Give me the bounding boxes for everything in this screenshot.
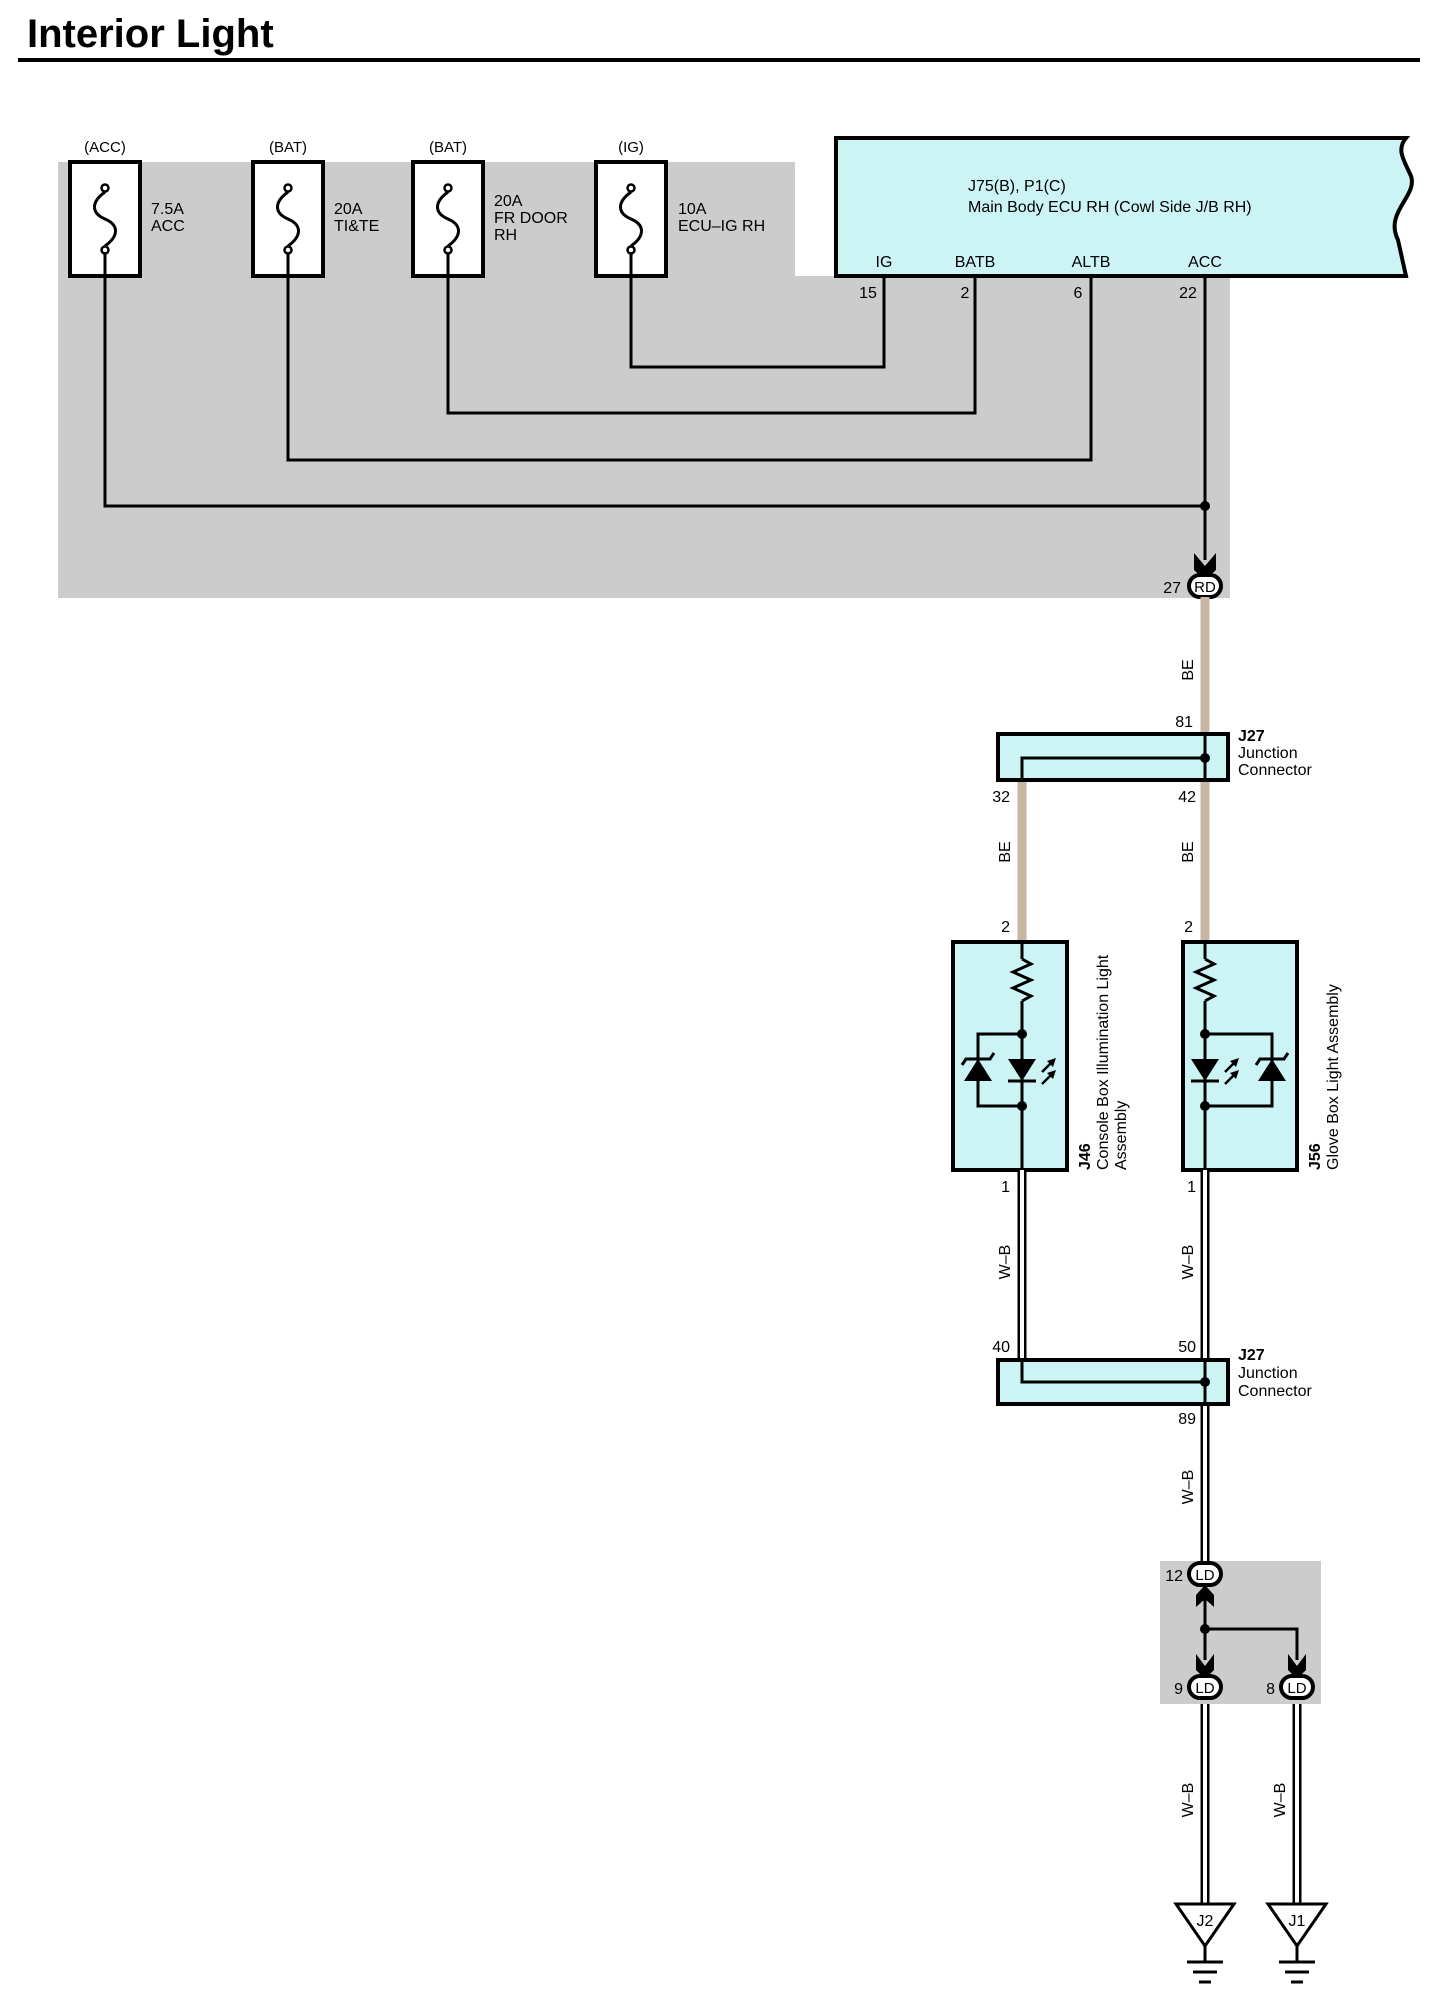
connector-arrow-icon: [1288, 1654, 1306, 1679]
splice-point: [1200, 753, 1210, 763]
resistor-icon: [1192, 957, 1218, 1003]
ground-icon: [1265, 1902, 1329, 1949]
wire-color-label: BE: [1180, 841, 1197, 862]
junction-pin: 42: [1178, 789, 1196, 806]
junction-name: Junction: [1238, 745, 1298, 762]
connector-ld-pin: 8: [1266, 1681, 1275, 1698]
junction-code: J27: [1238, 728, 1265, 745]
fuse-icon: [276, 190, 300, 248]
light-pin: 1: [1001, 1179, 1010, 1196]
ecu-name: Main Body ECU RH (Cowl Side J/B RH): [968, 199, 1252, 216]
light-pin: 2: [1001, 919, 1010, 936]
zener-diode-icon: [1258, 1059, 1286, 1081]
fuse-name: ACC: [151, 218, 185, 235]
junction-pin: 32: [992, 789, 1010, 806]
fuse-source-label: (BAT): [429, 139, 467, 156]
junction-pin: 50: [1178, 1339, 1196, 1356]
wire-color-label: BE: [997, 841, 1014, 862]
fuse-rating: 10A: [678, 201, 707, 218]
cowl-junction-block-area: [58, 162, 1230, 598]
page-title: Interior Light: [27, 12, 274, 56]
ecu-pin-label-ig: IG: [876, 254, 893, 271]
ecu-pin-num-batb: 2: [961, 285, 970, 302]
fuse-source-label: (IG): [618, 139, 644, 156]
connector-arrow-icon: [1196, 1585, 1214, 1607]
ground-icon: [1173, 1902, 1237, 1949]
fuse-name: FR DOOR: [494, 210, 568, 227]
fuse-source-label: (BAT): [269, 139, 307, 156]
fuse-icon: [93, 190, 117, 248]
console-light-code: J46: [1077, 1143, 1094, 1170]
connector-arrow-icon: [1196, 1654, 1214, 1679]
ground-j2: J2: [1173, 1902, 1237, 1984]
junction-name: Junction: [1238, 1365, 1298, 1382]
glove-light-name: Glove Box Light Assembly: [1325, 984, 1342, 1170]
fuse-icon: [436, 190, 460, 248]
splice-point: [1200, 1624, 1210, 1634]
fuse-rating: 20A: [494, 193, 523, 210]
ecu-pin-label-acc: ACC: [1188, 254, 1222, 271]
console-light-name-line2: Assembly: [1113, 1101, 1130, 1170]
fuse-rating: 7.5A: [151, 201, 184, 218]
wire-altb: [286, 252, 1093, 462]
junction-internal-wire: [1020, 756, 1205, 780]
splice-point: [1200, 501, 1210, 511]
fuse-name-line2: RH: [494, 227, 517, 244]
connector-ld: [1279, 1674, 1315, 1700]
wire-batb: [446, 252, 977, 415]
led-icon: [1191, 1059, 1219, 1081]
ground-code: J1: [1289, 1913, 1306, 1930]
glove-light-code: J56: [1307, 1143, 1324, 1170]
ecu-pin-num-ig: 15: [859, 285, 877, 302]
glove-box-light-assembly: [1181, 940, 1299, 1172]
connector-rd-code: RD: [1194, 579, 1216, 596]
junction-code: J27: [1238, 1347, 1265, 1364]
led-icon: [1008, 1059, 1036, 1081]
connector-rd-pin: 27: [1163, 580, 1181, 597]
ecu-pin-label-batb: BATB: [955, 254, 996, 271]
connector-ld-code: LD: [1287, 1680, 1306, 1697]
ecu-pin-num-acc: 22: [1179, 285, 1197, 302]
connector-ld: [1187, 1674, 1223, 1700]
resistor-icon: [1009, 957, 1035, 1003]
light-pin: 1: [1187, 1179, 1196, 1196]
wire-color-label: W–B: [1180, 1245, 1197, 1280]
fuse-name: ECU–IG RH: [678, 218, 765, 235]
splice-point: [1200, 1377, 1210, 1387]
wire-ig: [629, 252, 886, 369]
connector-ld-code: LD: [1195, 1680, 1214, 1697]
ground-j1: J1: [1265, 1902, 1329, 1984]
junction-internal-wire: [1020, 1360, 1205, 1384]
connector-ld-code: LD: [1195, 1567, 1214, 1584]
fuse-rating: 20A: [334, 201, 363, 218]
light-pin: 2: [1184, 919, 1193, 936]
wire-wb: [1017, 1170, 1302, 1904]
junction-name-line2: Connector: [1238, 1383, 1312, 1400]
console-box-light-assembly: [951, 940, 1069, 1172]
junction-pin: 89: [1178, 1411, 1196, 1428]
wire-color-label: W–B: [997, 1245, 1014, 1280]
wire-color-label: W–B: [1180, 1783, 1197, 1818]
wire-color-label: BE: [1180, 659, 1197, 680]
junction-name-line2: Connector: [1238, 762, 1312, 779]
junction-pin: 40: [992, 1339, 1010, 1356]
fuse-name: TI&TE: [334, 218, 379, 235]
ecu-pin-label-altb: ALTB: [1072, 254, 1111, 271]
ecu-code: J75(B), P1(C): [968, 178, 1066, 195]
ecu-pin-num-altb: 6: [1074, 285, 1083, 302]
fuse-source-label: (ACC): [84, 139, 126, 156]
wire-color-label: W–B: [1180, 1470, 1197, 1505]
fuse-icon: [619, 190, 643, 248]
connector-ld-pin: 12: [1165, 1568, 1183, 1585]
main-body-ecu-box: [834, 136, 1414, 278]
connector-ld-pin: 9: [1174, 1681, 1183, 1698]
fuse-acc: (ACC) 7.5A ACC: [68, 139, 185, 278]
console-light-name: Console Box Illumination Light: [1095, 954, 1112, 1170]
wire-color-label: W–B: [1272, 1783, 1289, 1818]
wire-acc-fuse: [103, 252, 1205, 508]
zener-diode-icon: [964, 1059, 992, 1081]
ground-code: J2: [1197, 1913, 1214, 1930]
junction-pin: 81: [1175, 714, 1193, 731]
